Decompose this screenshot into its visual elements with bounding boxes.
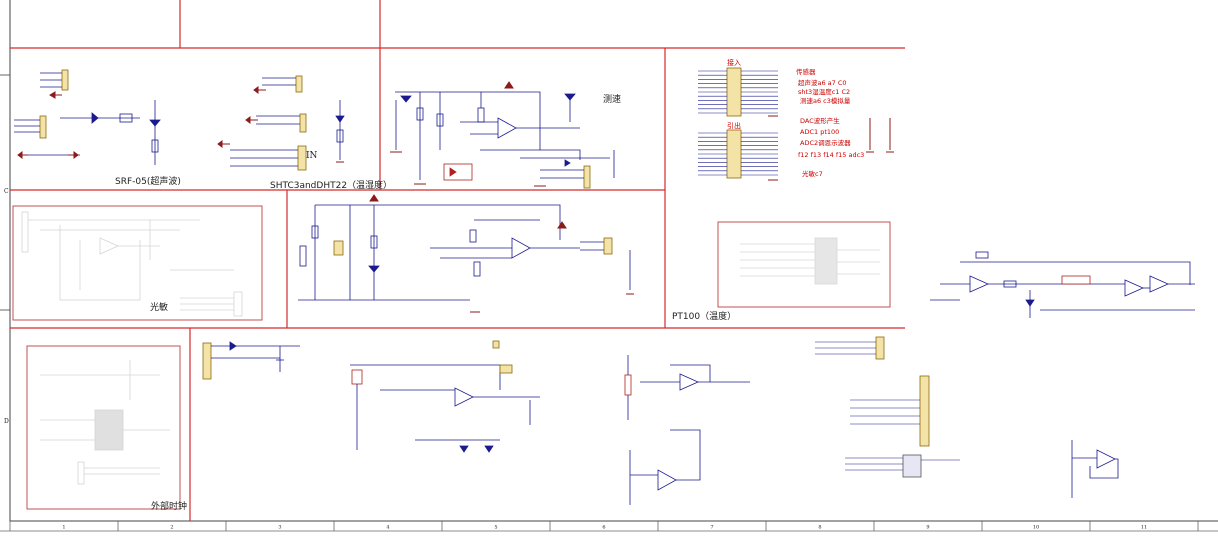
side-mark-c: C xyxy=(4,188,9,195)
note-line: DAC波形产生 xyxy=(800,116,840,125)
ruler-label: 10 xyxy=(1033,525,1039,531)
side-mark-d: D xyxy=(4,418,9,425)
light-sensor-subsheet xyxy=(12,205,263,321)
sht-circuit xyxy=(230,75,345,171)
ruler-label: 6 xyxy=(602,525,605,531)
ruler-labels: 1 2 3 4 5 6 7 8 9 10 11 xyxy=(62,525,1147,531)
ruler-label: 1 xyxy=(62,525,65,531)
note-line: ADC2调恩示波器 xyxy=(800,138,851,147)
section-title-pt100: PT100（温度） xyxy=(672,310,736,322)
pt100-subsheet xyxy=(717,221,891,308)
pt100-ghost xyxy=(740,237,880,285)
clock-ghost xyxy=(40,360,170,485)
note-line: 光敏c7 xyxy=(802,169,823,178)
section-title-clock: 外部时钟 xyxy=(151,500,187,512)
connector-in-label: 接入 xyxy=(727,58,741,67)
section-title-light: 光敏 xyxy=(150,301,168,313)
clock-subsheet xyxy=(26,345,181,510)
connector-out-label: 引出 xyxy=(727,121,741,130)
section-title-sht: SHTC3andDHT22（温湿度） xyxy=(270,179,392,191)
ruler-label: 2 xyxy=(170,525,173,531)
srf05-power-symbols xyxy=(17,91,79,159)
ruler-label: 3 xyxy=(278,525,281,531)
note-line: 超声波a6 a7 C0 xyxy=(798,78,847,87)
light-sensor-ghost xyxy=(21,211,243,317)
ruler-label: 9 xyxy=(926,525,929,531)
photo-circuit xyxy=(298,204,631,301)
ruler-label: 4 xyxy=(386,525,389,531)
note-line: 传感器 xyxy=(796,67,816,76)
note-line: ADC1 pt100 xyxy=(800,128,839,136)
bottom-right-connectors xyxy=(815,336,1119,498)
section-dividers xyxy=(10,0,905,521)
ruler-ticks xyxy=(9,521,1199,531)
ruler-label: 8 xyxy=(818,525,821,531)
opamp-chain xyxy=(930,251,1195,318)
section-title-srf05: SRF-05(超声波) xyxy=(115,175,181,187)
clock-circuit xyxy=(202,341,300,380)
connector-in xyxy=(698,67,778,117)
sht-in-tag: IN xyxy=(306,151,318,161)
sht-power-symbols xyxy=(217,86,344,163)
sensor-notes: 传感器 超声波a6 a7 C0 sht3湿温度c1 C2 测速a6 c3模拟量 … xyxy=(796,67,864,178)
ruler-label: 5 xyxy=(494,525,497,531)
right-power-symbols xyxy=(768,115,894,181)
section-title-speed: 测速 xyxy=(603,94,621,105)
waveform-circuit xyxy=(350,340,540,453)
note-line: f12 f13 f14 f15 adc3 xyxy=(798,151,864,159)
speed-circuit xyxy=(395,91,615,189)
speed-power-symbols xyxy=(390,81,546,187)
ruler-label: 11 xyxy=(1141,525,1147,531)
photo-power-symbols xyxy=(369,194,634,313)
note-line: sht3湿温度c1 C2 xyxy=(798,87,850,96)
connector-out xyxy=(698,129,778,179)
mid-opamp xyxy=(624,355,750,505)
ruler-label: 7 xyxy=(710,525,713,531)
note-line: 测速a6 c3模拟量 xyxy=(800,96,851,105)
